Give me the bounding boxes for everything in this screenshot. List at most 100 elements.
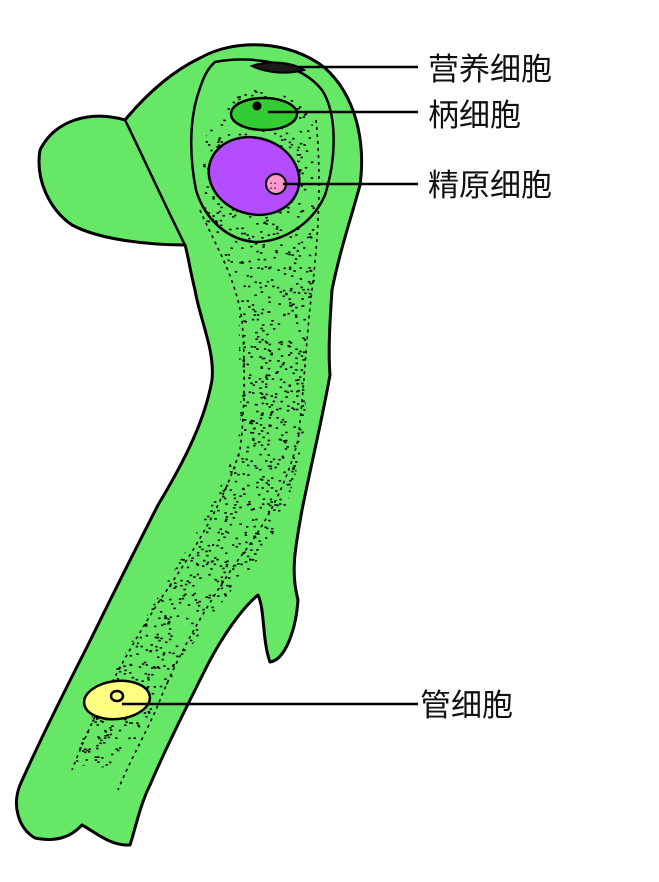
stipple-dot (298, 453, 300, 455)
stipple-dot (233, 517, 235, 519)
stipple-dot (154, 686, 156, 688)
stipple-dot (306, 150, 308, 152)
stipple-dot (267, 444, 269, 446)
stipple-dot (276, 228, 278, 230)
stipple-dot (258, 441, 260, 443)
stipple-dot (157, 666, 159, 668)
stipple-dot (236, 228, 238, 230)
stipple-dot (295, 315, 297, 317)
stipple-dot (117, 678, 119, 680)
stipple-dot (297, 228, 299, 230)
stipple-dot (210, 130, 212, 132)
stipple-dot (172, 665, 174, 667)
stipple-dot (251, 346, 253, 348)
stipple-dot (251, 95, 253, 97)
stipple-dot (291, 100, 293, 102)
stipple-dot (199, 577, 201, 579)
stipple-dot (175, 586, 177, 588)
stipple-dot (256, 487, 258, 489)
stipple-dot (221, 577, 223, 579)
stipple-dot (297, 433, 299, 435)
stipple-dot (169, 639, 171, 641)
stipple-dot (293, 270, 295, 272)
stipple-dot (204, 519, 206, 521)
stipple-dot (248, 352, 250, 354)
stipple-dot (280, 387, 282, 389)
stipple-dot (228, 577, 230, 579)
stipple-dot (216, 545, 218, 547)
stipple-dot (265, 384, 267, 386)
stipple-dot (309, 267, 311, 269)
stipple-dot (284, 442, 286, 444)
stipple-dot (301, 173, 303, 175)
stipple-dot (207, 516, 209, 518)
stipple-dot (124, 673, 126, 675)
stipple-dot (144, 712, 146, 714)
stipple-dot (221, 547, 223, 549)
stipple-dot (287, 410, 289, 412)
stipple-dot (97, 761, 99, 763)
stipple-dot (195, 599, 197, 601)
stipple-dot (271, 487, 273, 489)
stipple-dot (233, 467, 235, 469)
stipple-dot (280, 379, 282, 381)
stipple-dot (284, 96, 286, 98)
stipple-dot (233, 494, 235, 496)
stipple-dot (279, 503, 281, 505)
stipple-dot (220, 220, 222, 222)
stipple-dot (267, 503, 269, 505)
stipple-dot (176, 656, 178, 658)
stipple-dot (269, 344, 271, 346)
stipple-dot (176, 568, 178, 570)
stipple-dot (292, 254, 294, 256)
stipple-dot (228, 108, 230, 110)
stipple-dot (261, 397, 263, 399)
stipple-dot (289, 305, 291, 307)
stipple-dot (193, 576, 195, 578)
stipple-dot (284, 273, 286, 275)
stipple-dot (111, 754, 113, 756)
stipple-dot (296, 395, 298, 397)
stipple-dot (136, 722, 138, 724)
stipple-dot (246, 451, 248, 453)
stipple-dot (255, 533, 257, 535)
stipple-dot (146, 664, 148, 666)
stipple-dot (232, 544, 234, 546)
stipple-dot (281, 355, 283, 357)
stipple-dot (296, 363, 298, 365)
stipple-dot (242, 461, 244, 463)
stipple-dot (221, 533, 223, 535)
stipple-dot (207, 221, 209, 223)
stipple-dot (269, 406, 271, 408)
stipple-dot (250, 267, 252, 269)
stipple-dot (301, 185, 303, 187)
stipple-dot (86, 750, 88, 752)
stipple-dot (260, 544, 262, 546)
stipple-dot (289, 480, 291, 482)
stipple-dot (207, 562, 209, 564)
stipple-dot (150, 708, 152, 710)
stipple-dot (272, 286, 274, 288)
stipple-dot (308, 296, 310, 298)
stipple-dot (222, 496, 224, 498)
stipple-dot (248, 238, 250, 240)
stipple-dot (145, 673, 147, 675)
stipple-dot (124, 670, 126, 672)
stipple-dot (217, 212, 219, 214)
stipple-dot (309, 283, 311, 285)
stipple-dot (144, 662, 146, 664)
stipple-dot (217, 231, 219, 233)
stipple-dot (240, 412, 242, 414)
stipple-dot (311, 177, 313, 179)
stipple-dot (280, 291, 282, 293)
stipple-dot (270, 499, 272, 501)
stipple-dot (148, 679, 150, 681)
stipple-dot (285, 368, 287, 370)
stipple-dot (247, 447, 249, 449)
stipple-dot (238, 99, 240, 101)
stipple-dot (202, 609, 204, 611)
stipple-dot (311, 162, 313, 164)
stipple-dot (308, 281, 310, 283)
stipple-dot (302, 389, 304, 391)
stipple-dot (277, 505, 279, 507)
